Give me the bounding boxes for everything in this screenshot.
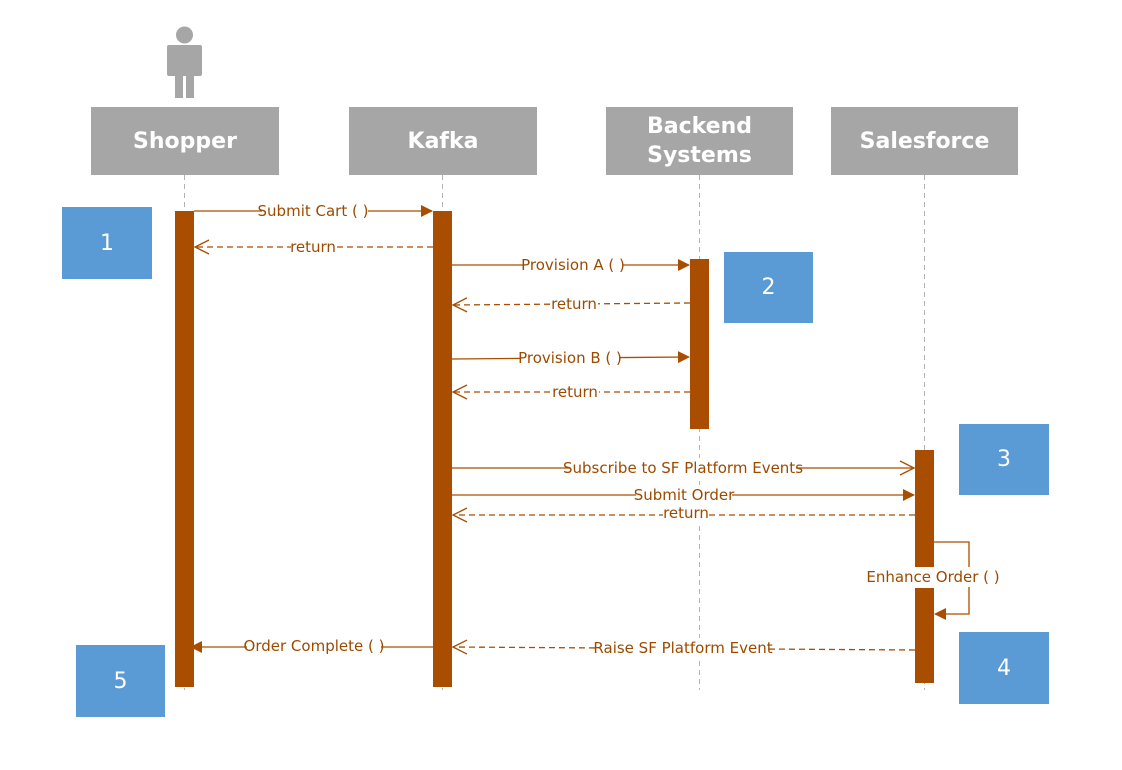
step-badge-4: 4 [959,632,1049,704]
label-submit-order: Submit Order [634,486,735,504]
label-subscribe: Subscribe to SF Platform Events [563,459,803,477]
participant-shopper: Shopper [91,107,279,175]
participant-salesforce: Salesforce [831,107,1018,175]
activation-backend [690,259,709,429]
step-badge-3: 3 [959,424,1049,495]
label-provision-a: Provision A ( ) [521,256,625,274]
participant-kafka: Kafka [349,107,537,175]
activation-salesforce-2 [915,588,934,683]
label-raise-event: Raise SF Platform Event [593,639,772,657]
label-return-2: return [551,295,597,313]
step-badge-2: 2 [724,252,813,323]
label-return-4: return [663,504,709,522]
participant-backend-systems: Backend Systems [606,107,793,175]
activation-kafka [433,211,452,687]
label-provision-b: Provision B ( ) [518,349,622,367]
label-return-1: return [290,238,336,256]
person-icon [167,26,202,98]
activation-shopper [175,211,194,687]
step-badge-5: 5 [76,645,165,717]
label-enhance-order: Enhance Order ( ) [866,568,999,586]
activation-salesforce-1 [915,450,934,568]
label-return-3: return [552,383,598,401]
label-order-complete: Order Complete ( ) [244,637,385,655]
step-badge-1: 1 [62,207,152,279]
label-submit-cart: Submit Cart ( ) [258,202,369,220]
